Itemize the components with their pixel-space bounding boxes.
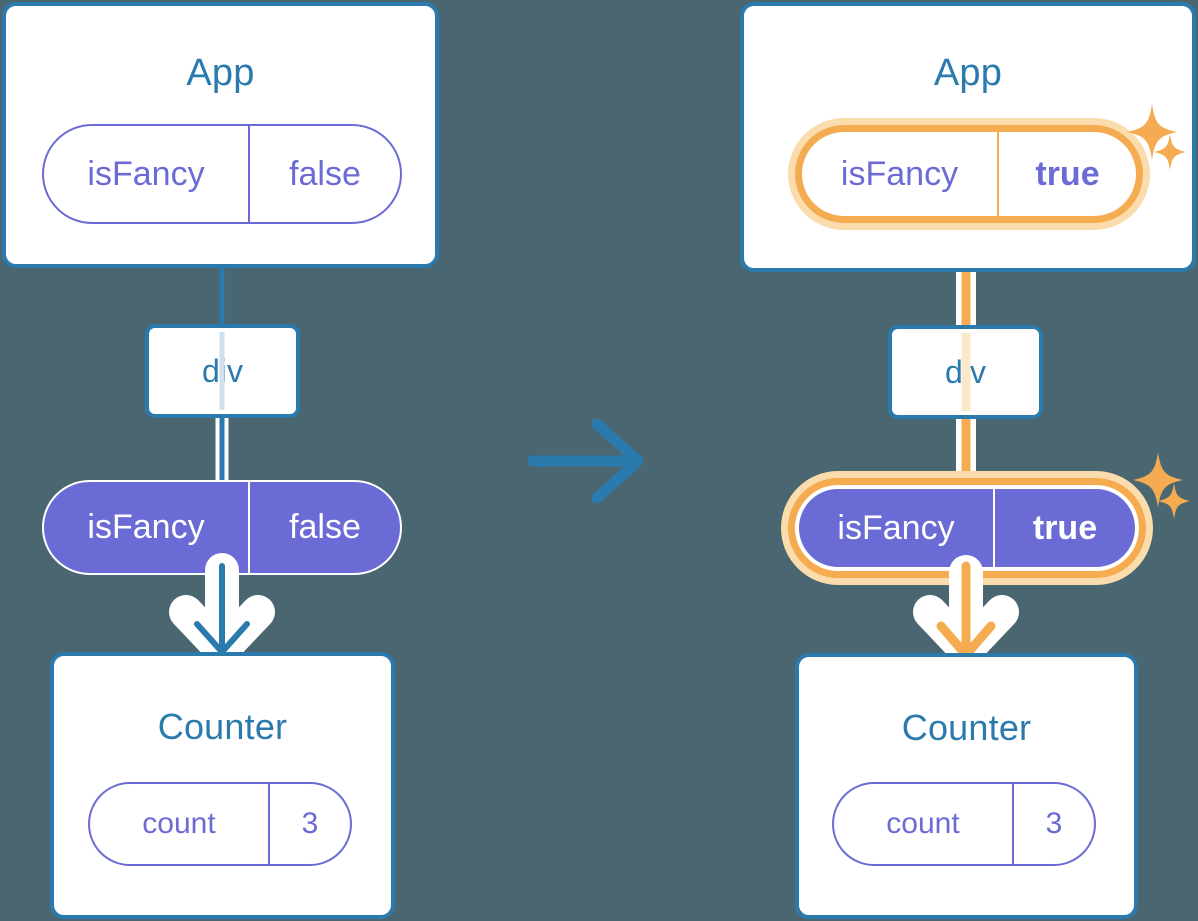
counter-state-pill-after: count 3 (832, 782, 1096, 866)
counter-state-value: 3 (1012, 784, 1094, 864)
counter-card-title: Counter (901, 707, 1032, 748)
app-card-title: App (186, 52, 255, 94)
app-state-pill-after: isFancy true (795, 125, 1143, 223)
prop-name: isFancy (87, 508, 205, 546)
state-name: isFancy (840, 154, 959, 193)
state-value: false (248, 126, 400, 222)
counter-state-pill-before: count 3 (88, 782, 352, 866)
app-card-title: App (933, 52, 1003, 94)
counter-state-name: count (886, 807, 960, 840)
app-state-pill-before: isFancy false (42, 124, 402, 224)
state-name: isFancy (87, 154, 205, 193)
state-value: true (997, 132, 1136, 216)
prop-value: false (248, 482, 400, 573)
prop-name: isFancy (837, 508, 955, 547)
prop-value: true (993, 489, 1135, 567)
counter-state-name: count (142, 807, 216, 840)
counter-state-value: 3 (268, 784, 350, 864)
counter-card-title: Counter (157, 706, 288, 747)
